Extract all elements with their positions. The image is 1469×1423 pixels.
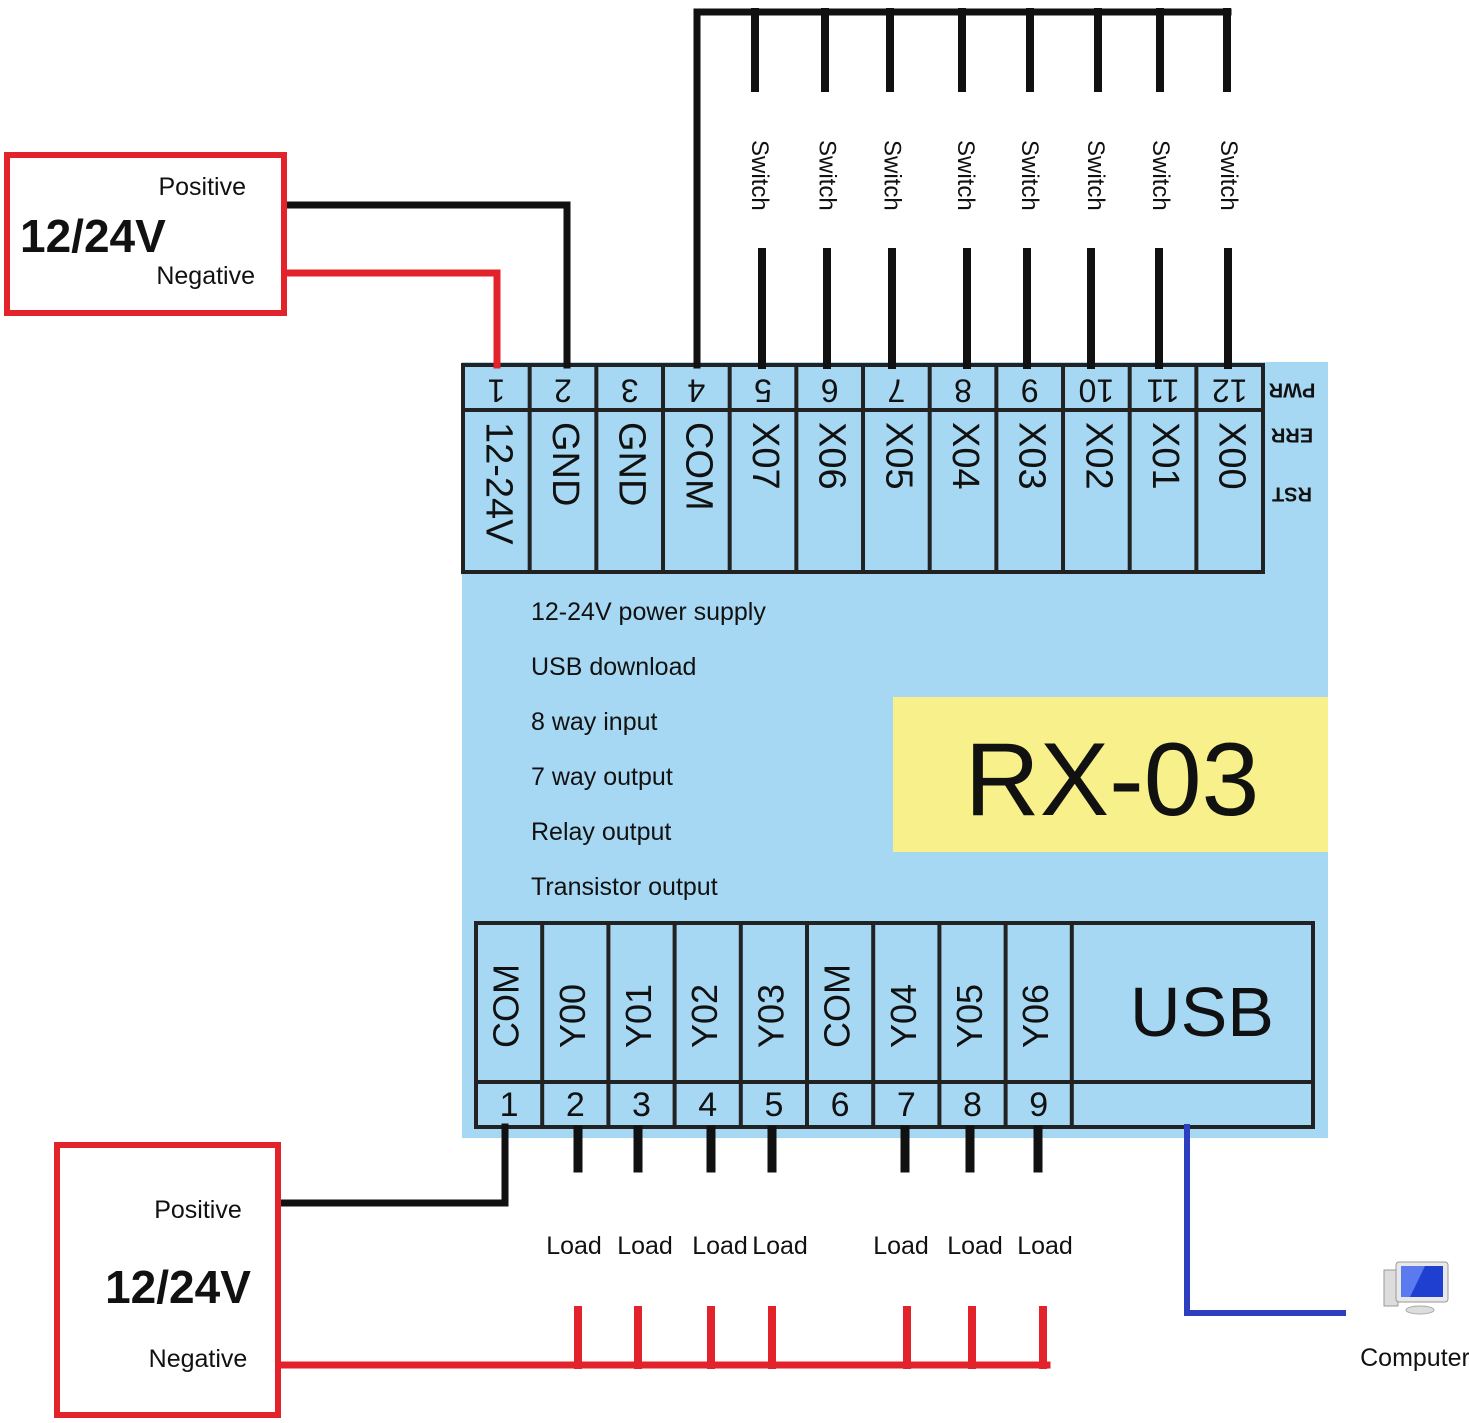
output-terminal-block: COM 1 Y00 2 Y01 3 Y02 4 Y03 5 COM 6 Y04 7 Y05 8 Y06 9 USB bbox=[474, 921, 1315, 1129]
terminal-number: 6 bbox=[831, 1086, 850, 1124]
feature-item: 12-24V power supply bbox=[531, 598, 766, 626]
terminal-label: Y06 bbox=[1015, 984, 1056, 1048]
switch-label: Switch bbox=[1082, 140, 1109, 211]
terminal-number: 9 bbox=[1021, 373, 1039, 409]
voltage-label: 12/24V bbox=[20, 210, 166, 262]
load-label: Load bbox=[947, 1232, 1003, 1260]
terminal-number: 1 bbox=[487, 373, 505, 409]
switch-label: Switch bbox=[1147, 140, 1174, 211]
terminal-label: Y04 bbox=[883, 984, 924, 1048]
terminal-label: X05 bbox=[877, 422, 919, 490]
terminal-number: 5 bbox=[754, 373, 772, 409]
terminal-label: GND bbox=[611, 422, 653, 506]
indicator-pwr: PWR bbox=[1268, 379, 1315, 401]
terminal-number: 7 bbox=[897, 1086, 916, 1124]
terminal-number: 9 bbox=[1029, 1086, 1048, 1124]
positive-label: Positive bbox=[154, 1196, 242, 1224]
computer-icon bbox=[1383, 1261, 1449, 1315]
switch-label: Switch bbox=[746, 140, 773, 211]
terminal-number: 3 bbox=[621, 373, 639, 409]
terminal-label: Y00 bbox=[552, 984, 593, 1048]
terminal-number: 1 bbox=[500, 1086, 519, 1124]
switch-label: Switch bbox=[1016, 140, 1043, 211]
terminal-label: X06 bbox=[811, 422, 853, 490]
terminal-label: Y01 bbox=[618, 984, 659, 1048]
feature-item: Transistor output bbox=[531, 873, 718, 901]
terminal-number: 3 bbox=[632, 1086, 651, 1124]
power-supply-top: Positive 12/24V Negative bbox=[4, 152, 287, 316]
terminal-label: Y02 bbox=[684, 984, 725, 1048]
switch-label: Switch bbox=[1215, 140, 1242, 211]
load-label: Load bbox=[1017, 1232, 1073, 1260]
indicator-rst: RST bbox=[1272, 483, 1312, 505]
terminal-label: X04 bbox=[944, 422, 986, 490]
load-label: Load bbox=[546, 1232, 602, 1260]
terminal-label: Y05 bbox=[949, 984, 990, 1048]
load-label: Load bbox=[617, 1232, 673, 1260]
model-label-box bbox=[893, 697, 1328, 852]
terminal-number: 2 bbox=[554, 373, 572, 409]
voltage-label: 12/24V bbox=[105, 1261, 251, 1313]
terminal-label: GND bbox=[544, 422, 586, 506]
terminal-label: X03 bbox=[1011, 422, 1053, 490]
terminal-label: COM bbox=[817, 964, 858, 1048]
load-label: Load bbox=[752, 1232, 808, 1260]
indicator-err: ERR bbox=[1270, 424, 1313, 446]
feature-item: USB download bbox=[531, 653, 696, 681]
terminal-number: 7 bbox=[887, 373, 905, 409]
terminal-number: 8 bbox=[963, 1086, 982, 1124]
feature-item: 7 way output bbox=[531, 763, 673, 791]
feature-item: Relay output bbox=[531, 818, 671, 846]
feature-item: 8 way input bbox=[531, 708, 658, 736]
positive-label: Positive bbox=[158, 173, 246, 201]
terminal-label: COM bbox=[486, 964, 527, 1048]
terminal-number: 5 bbox=[764, 1086, 783, 1124]
power-supply-bottom: Positive 12/24V Negative bbox=[54, 1142, 281, 1418]
terminal-label: X02 bbox=[1077, 422, 1119, 490]
terminal-label: Y03 bbox=[750, 984, 791, 1048]
load-label: Load bbox=[692, 1232, 748, 1260]
terminal-label: X01 bbox=[1144, 422, 1186, 490]
negative-label: Negative bbox=[156, 262, 255, 290]
terminal-number: 8 bbox=[954, 373, 972, 409]
switch-label: Switch bbox=[952, 140, 979, 211]
terminal-number: 11 bbox=[1146, 373, 1179, 409]
terminal-number: 4 bbox=[687, 373, 705, 409]
computer-label: Computer bbox=[1360, 1344, 1469, 1372]
usb-port-label[interactable]: USB bbox=[1130, 973, 1274, 1051]
terminal-number: 4 bbox=[698, 1086, 717, 1124]
terminal-label: X00 bbox=[1211, 422, 1253, 490]
switch-label: Switch bbox=[814, 140, 841, 211]
terminal-label: 12-24V bbox=[477, 422, 519, 545]
switch-label: Switch bbox=[879, 140, 906, 211]
load-label: Load bbox=[873, 1232, 929, 1260]
wires: Switch Switch Switch Switch Switch Switch Swit… bbox=[274, 8, 1346, 1369]
block-frame bbox=[474, 921, 1315, 1129]
terminal-number: 2 bbox=[566, 1086, 585, 1124]
feature-list: 12-24V power supply USB download 8 way i… bbox=[531, 598, 766, 901]
terminal-number: 12 bbox=[1212, 373, 1248, 409]
terminal-number: 6 bbox=[821, 373, 839, 409]
negative-label: Negative bbox=[149, 1345, 248, 1373]
model-name: RX-03 bbox=[965, 722, 1260, 838]
terminal-number: 10 bbox=[1079, 373, 1115, 409]
terminal-label: X07 bbox=[744, 422, 786, 490]
terminal-label: COM bbox=[677, 422, 719, 511]
